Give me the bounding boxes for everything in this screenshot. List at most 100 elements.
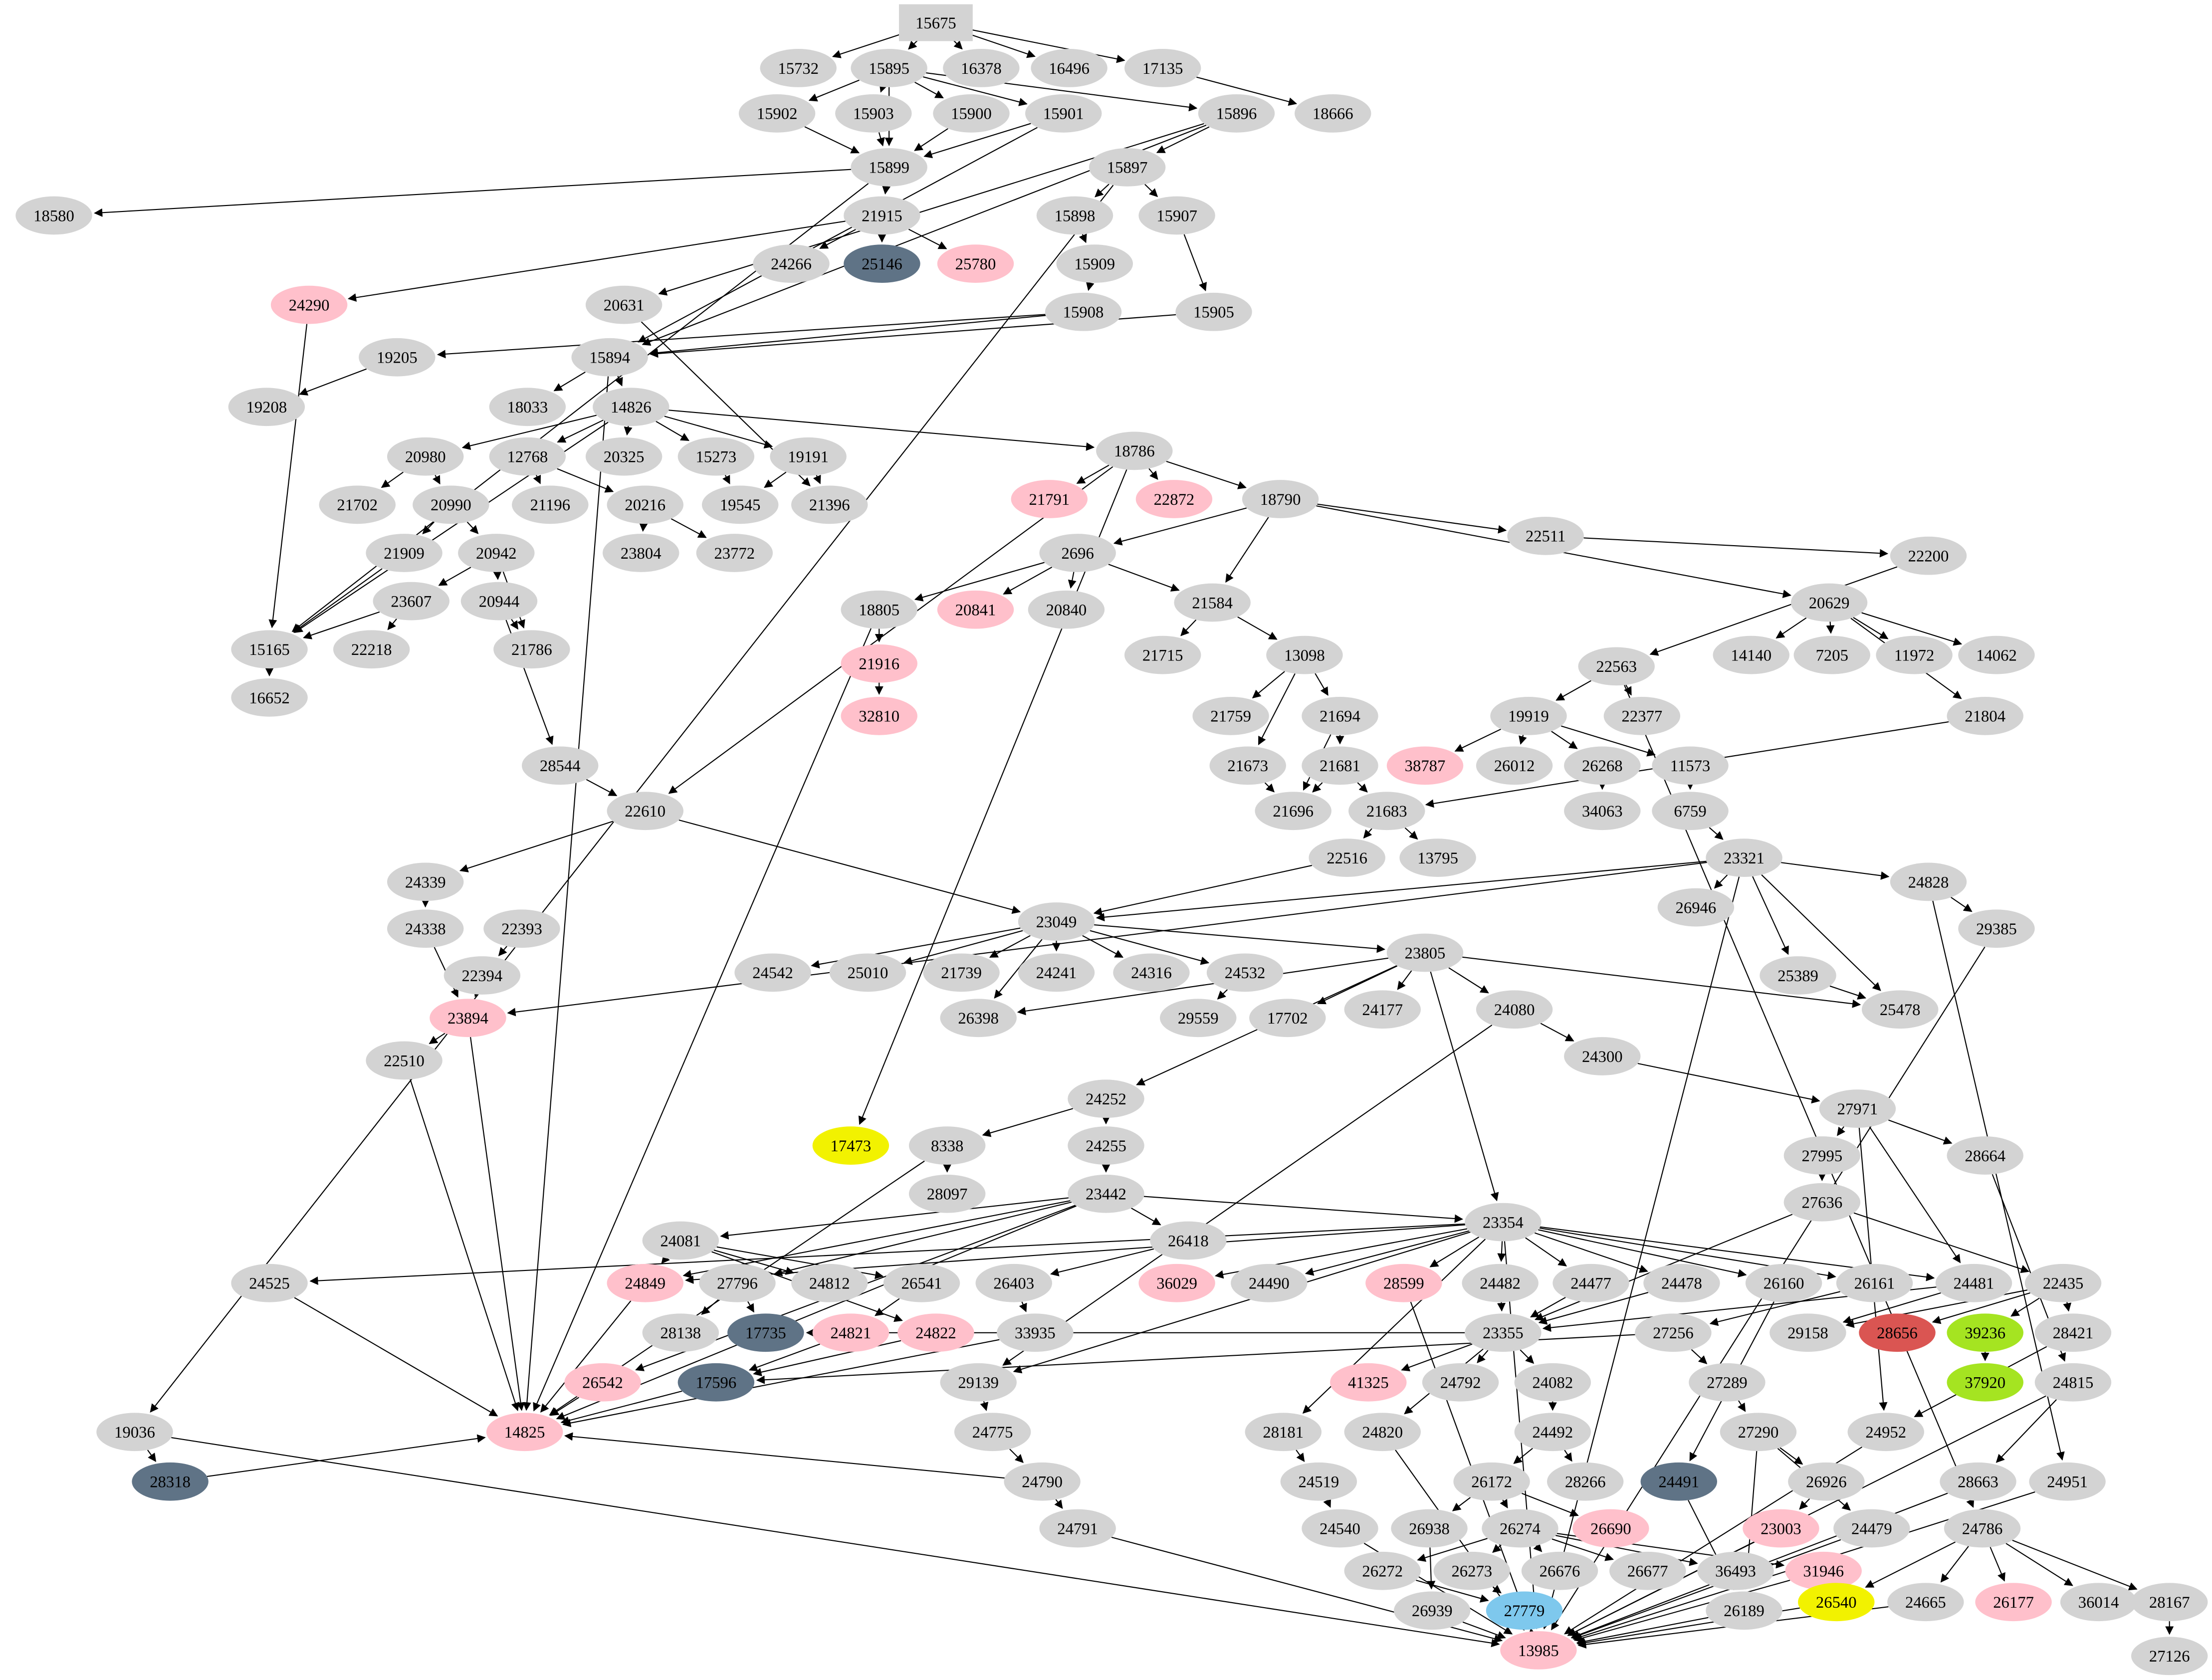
graph-node-26403[interactable]: 26403 <box>976 1264 1052 1302</box>
graph-node-28664[interactable]: 28664 <box>1947 1136 2023 1175</box>
graph-node-24849[interactable]: 24849 <box>607 1264 683 1302</box>
graph-node-18805[interactable]: 18805 <box>841 591 917 629</box>
graph-node-27796[interactable]: 27796 <box>699 1264 775 1302</box>
graph-node-17473[interactable]: 17473 <box>813 1126 889 1165</box>
graph-node-22394[interactable]: 22394 <box>444 956 520 995</box>
graph-node-28599[interactable]: 28599 <box>1365 1264 1442 1302</box>
graph-node-21804[interactable]: 21804 <box>1947 697 2023 735</box>
graph-node-15898[interactable]: 15898 <box>1037 197 1113 235</box>
graph-node-26939[interactable]: 26939 <box>1394 1591 1470 1630</box>
graph-node-25389[interactable]: 25389 <box>1760 956 1836 995</box>
graph-node-21715[interactable]: 21715 <box>1124 636 1201 674</box>
graph-node-15909[interactable]: 15909 <box>1057 244 1133 283</box>
graph-node-24177[interactable]: 24177 <box>1344 990 1421 1029</box>
graph-node-24241[interactable]: 24241 <box>1018 953 1095 992</box>
graph-node-23772[interactable]: 23772 <box>696 534 773 572</box>
graph-node-21584[interactable]: 21584 <box>1174 584 1250 622</box>
graph-node-17735[interactable]: 17735 <box>727 1313 804 1352</box>
graph-node-21396[interactable]: 21396 <box>791 485 868 524</box>
graph-node-21909[interactable]: 21909 <box>366 534 442 572</box>
graph-node-26268[interactable]: 26268 <box>1564 746 1640 785</box>
graph-node-19036[interactable]: 19036 <box>96 1413 173 1451</box>
graph-node-36029[interactable]: 36029 <box>1138 1264 1215 1302</box>
graph-node-36014[interactable]: 36014 <box>2060 1583 2137 1621</box>
graph-node-21786[interactable]: 21786 <box>493 630 570 668</box>
graph-node-24339[interactable]: 24339 <box>387 863 463 901</box>
graph-node-13795[interactable]: 13795 <box>1399 839 1476 877</box>
graph-node-26690[interactable]: 26690 <box>1572 1509 1649 1548</box>
graph-node-15903[interactable]: 15903 <box>835 94 911 133</box>
graph-node-21673[interactable]: 21673 <box>1209 746 1286 785</box>
graph-node-24775[interactable]: 24775 <box>954 1413 1031 1451</box>
graph-node-23804[interactable]: 23804 <box>603 534 679 572</box>
graph-node-6759[interactable]: 6759 <box>1652 792 1728 830</box>
graph-node-21791[interactable]: 21791 <box>1011 480 1088 518</box>
graph-node-21739[interactable]: 21739 <box>923 953 999 992</box>
graph-node-25146[interactable]: 25146 <box>844 244 920 283</box>
graph-node-2696[interactable]: 2696 <box>1039 534 1115 572</box>
graph-node-19191[interactable]: 19191 <box>770 437 846 476</box>
graph-node-28544[interactable]: 28544 <box>522 746 598 785</box>
graph-node-27126[interactable]: 27126 <box>2131 1637 2208 1675</box>
graph-node-15675[interactable]: 15675 <box>899 4 973 41</box>
graph-node-26272[interactable]: 26272 <box>1344 1552 1421 1590</box>
graph-node-18580[interactable]: 18580 <box>15 197 92 235</box>
graph-node-24828[interactable]: 24828 <box>1890 863 1967 901</box>
graph-node-15165[interactable]: 15165 <box>231 630 307 668</box>
graph-node-23355[interactable]: 23355 <box>1465 1313 1541 1352</box>
graph-node-21696[interactable]: 21696 <box>1255 792 1331 830</box>
graph-node-24820[interactable]: 24820 <box>1344 1413 1421 1451</box>
graph-node-27289[interactable]: 27289 <box>1689 1363 1765 1402</box>
graph-node-24519[interactable]: 24519 <box>1281 1463 1357 1501</box>
graph-node-24477[interactable]: 24477 <box>1552 1264 1629 1302</box>
graph-node-19919[interactable]: 19919 <box>1490 697 1566 735</box>
graph-node-28097[interactable]: 28097 <box>909 1175 985 1213</box>
graph-node-24791[interactable]: 24791 <box>1039 1509 1115 1548</box>
graph-node-15901[interactable]: 15901 <box>1025 94 1102 133</box>
graph-node-26274[interactable]: 26274 <box>1482 1509 1558 1548</box>
graph-node-24790[interactable]: 24790 <box>1004 1463 1080 1501</box>
graph-node-22872[interactable]: 22872 <box>1136 480 1212 518</box>
graph-node-24525[interactable]: 24525 <box>231 1264 307 1302</box>
graph-node-24481[interactable]: 24481 <box>1936 1264 2012 1302</box>
graph-node-17702[interactable]: 17702 <box>1249 999 1326 1037</box>
graph-node-16652[interactable]: 16652 <box>231 678 307 717</box>
graph-node-22218[interactable]: 22218 <box>333 630 410 668</box>
graph-node-15273[interactable]: 15273 <box>678 437 754 476</box>
graph-node-15907[interactable]: 15907 <box>1138 197 1215 235</box>
graph-node-15895[interactable]: 15895 <box>851 49 927 87</box>
graph-node-27995[interactable]: 27995 <box>1784 1136 1860 1175</box>
graph-node-26542[interactable]: 26542 <box>564 1363 641 1402</box>
graph-node-20631[interactable]: 20631 <box>586 286 662 324</box>
graph-node-23894[interactable]: 23894 <box>430 999 506 1037</box>
graph-node-26273[interactable]: 26273 <box>1434 1552 1510 1590</box>
graph-node-14140[interactable]: 14140 <box>1713 636 1789 674</box>
graph-node-24081[interactable]: 24081 <box>643 1222 719 1260</box>
graph-node-21683[interactable]: 21683 <box>1348 792 1425 830</box>
graph-node-24792[interactable]: 24792 <box>1422 1363 1499 1402</box>
graph-node-26189[interactable]: 26189 <box>1706 1591 1782 1630</box>
graph-node-16496[interactable]: 16496 <box>1031 49 1107 87</box>
graph-node-28181[interactable]: 28181 <box>1245 1413 1322 1451</box>
graph-node-24082[interactable]: 24082 <box>1515 1363 1591 1402</box>
graph-node-26160[interactable]: 26160 <box>1746 1264 1822 1302</box>
graph-node-32810[interactable]: 32810 <box>841 697 917 735</box>
graph-node-18786[interactable]: 18786 <box>1096 431 1172 470</box>
graph-node-15897[interactable]: 15897 <box>1089 148 1165 187</box>
graph-node-24266[interactable]: 24266 <box>753 244 829 283</box>
graph-node-22510[interactable]: 22510 <box>366 1042 442 1080</box>
graph-node-24478[interactable]: 24478 <box>1643 1264 1720 1302</box>
graph-node-29139[interactable]: 29139 <box>940 1363 1016 1402</box>
graph-node-19208[interactable]: 19208 <box>228 388 305 426</box>
graph-node-15900[interactable]: 15900 <box>933 94 1009 133</box>
graph-node-15896[interactable]: 15896 <box>1198 94 1275 133</box>
graph-node-22393[interactable]: 22393 <box>483 909 560 948</box>
graph-node-16378[interactable]: 16378 <box>943 49 1019 87</box>
graph-node-22511[interactable]: 22511 <box>1507 517 1583 555</box>
graph-node-15732[interactable]: 15732 <box>760 49 836 87</box>
graph-node-28656[interactable]: 28656 <box>1859 1313 1935 1352</box>
graph-node-17596[interactable]: 17596 <box>678 1363 754 1402</box>
graph-node-20841[interactable]: 20841 <box>937 591 1014 629</box>
graph-node-11573[interactable]: 11573 <box>1652 746 1728 785</box>
graph-node-18033[interactable]: 18033 <box>489 388 566 426</box>
